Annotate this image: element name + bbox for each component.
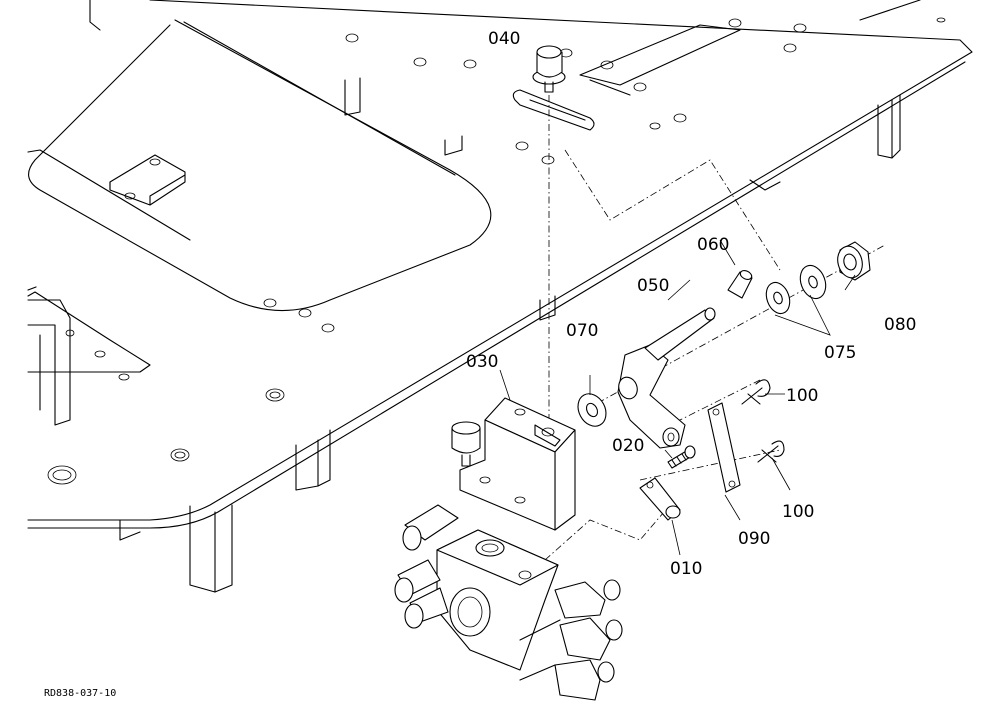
bracket-030 bbox=[459, 397, 576, 531]
callout-090: 090 bbox=[738, 529, 770, 549]
callout-040: 040 bbox=[488, 29, 520, 49]
clip-100-upper bbox=[741, 379, 771, 405]
callout-060: 060 bbox=[697, 235, 729, 255]
link-090 bbox=[707, 402, 741, 493]
callout-075: 075 bbox=[824, 343, 856, 363]
callout-070: 070 bbox=[566, 321, 598, 341]
washer-070 bbox=[577, 393, 607, 427]
bolt-020 bbox=[667, 445, 696, 469]
callout-030: 030 bbox=[466, 352, 498, 372]
callout-050: 050 bbox=[637, 276, 669, 296]
chassis-plate bbox=[27, 0, 973, 593]
axis-line-090 bbox=[639, 449, 781, 481]
callout-080: 080 bbox=[884, 315, 916, 335]
bolt-left bbox=[451, 421, 481, 467]
washers-075 bbox=[765, 264, 827, 315]
reference-line-upper bbox=[564, 149, 781, 271]
drawing-reference: RD838-037-10 bbox=[44, 688, 116, 699]
callout-020: 020 bbox=[612, 436, 644, 456]
reference-line-lower bbox=[544, 504, 671, 561]
callout-010: 010 bbox=[670, 559, 702, 579]
callout-100-upper: 100 bbox=[786, 386, 818, 406]
callout-labels: 040 060 050 070 030 080 075 100 020 100 … bbox=[466, 29, 916, 579]
lever-arm-050 bbox=[617, 307, 716, 449]
clip-100-lower bbox=[757, 440, 785, 463]
callout-100-lower: 100 bbox=[782, 502, 814, 522]
plate-010 bbox=[639, 477, 681, 521]
bolt-040 bbox=[532, 45, 566, 93]
pin-060 bbox=[727, 270, 753, 299]
valve-body bbox=[394, 504, 623, 701]
nut-080 bbox=[837, 241, 871, 281]
leader-lines bbox=[499, 239, 856, 556]
